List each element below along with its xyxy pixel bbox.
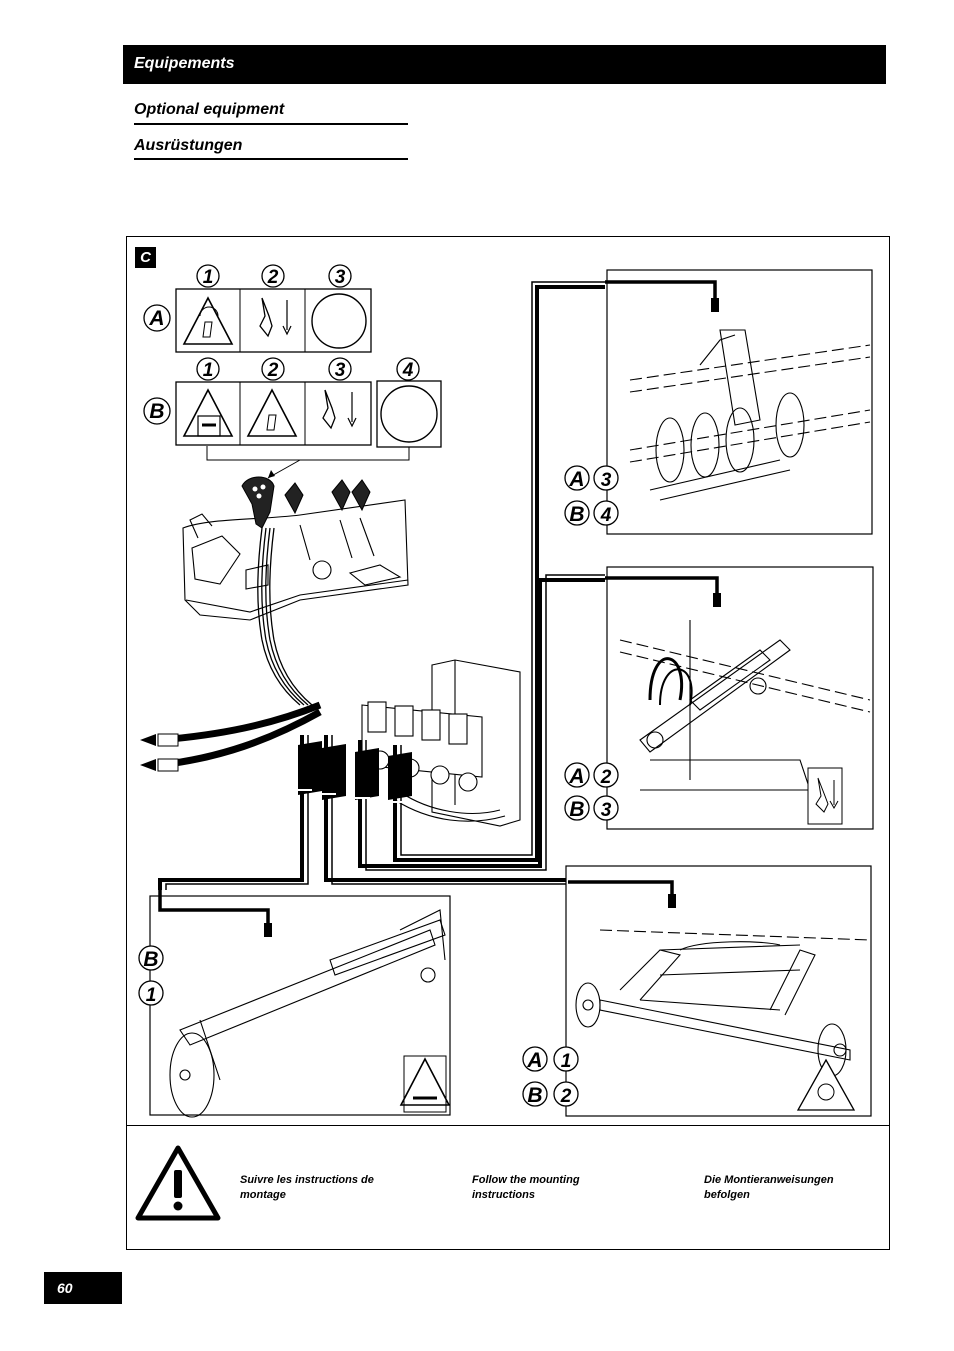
section-title: Equipements (134, 55, 235, 72)
tractor-control-console (182, 499, 409, 621)
panel-2-code-b: B 3 (564, 795, 619, 821)
arrow-down-icon (829, 800, 839, 810)
figure-frame (126, 236, 890, 1250)
svg-text:1: 1 (203, 267, 214, 288)
joystick-handle (241, 476, 371, 529)
panel-marker-arm (605, 269, 873, 535)
subtitle-german: Ausrüstungen (134, 137, 243, 154)
arrow-down-icon (347, 417, 357, 428)
warning-sign-icon (135, 1145, 221, 1221)
row-b-number-1: 1 (196, 357, 220, 381)
row-b-number-4: 4 (396, 357, 420, 381)
row-a-letter: A (148, 307, 164, 330)
svg-text:3: 3 (335, 360, 346, 381)
panel-1-code-b: B 4 (564, 500, 619, 526)
hydraulic-lines (158, 281, 605, 890)
panel-4-code-b: B 2 (522, 1081, 579, 1107)
svg-text:3: 3 (601, 800, 612, 821)
return-arrow-icon (140, 759, 156, 771)
row-b-letter: B (149, 400, 164, 423)
svg-text:1: 1 (146, 985, 157, 1006)
seed-drill-icon (197, 415, 221, 437)
svg-text:B: B (527, 1084, 542, 1107)
blank-decal-circle-icon (380, 385, 438, 443)
row-b-label: B (143, 397, 171, 425)
subtitle-underline (134, 123, 408, 125)
panel-1-code-a: A 3 (564, 465, 619, 491)
subtitle-english: Optional equipment (134, 101, 285, 118)
svg-text:2: 2 (267, 267, 279, 288)
subtitle-underline (134, 158, 408, 160)
panel-3-code-b: B 1 (138, 945, 164, 1006)
svg-text:B: B (143, 948, 158, 971)
instruction-french: Suivre les instructions de montage (240, 1174, 374, 1201)
instruction-english: Follow the mounting instructions (472, 1174, 580, 1201)
svg-text:A: A (568, 468, 584, 491)
page-number-box: 60 (44, 1272, 122, 1304)
svg-text:3: 3 (601, 470, 612, 491)
blank-decal-circle-icon (311, 293, 367, 349)
row-a-number-3: 3 (328, 264, 352, 288)
panel-disc-marker (149, 890, 451, 1118)
joystick-lever-icon (259, 297, 273, 338)
panel-2-code-a: A 2 (564, 762, 619, 788)
svg-text:3: 3 (335, 267, 346, 288)
svg-text:1: 1 (203, 360, 214, 381)
warning-triangle-icon (796, 1058, 856, 1111)
row-a-number-1: 1 (196, 264, 220, 288)
section-header-bar: Equipements (123, 45, 886, 84)
row-a-number-2: 2 (261, 264, 285, 288)
instruction-german: Die Montieranweisungen befolgen (704, 1174, 834, 1201)
svg-text:A: A (568, 765, 584, 788)
page-number: 60 (57, 1280, 73, 1296)
cable-bundle (257, 527, 313, 706)
svg-text:B: B (569, 798, 584, 821)
row-a-decal-strip (175, 288, 372, 353)
panel-4-code-a: A 1 (522, 1046, 579, 1072)
svg-text:2: 2 (600, 767, 612, 788)
decal-leader-line (206, 446, 410, 461)
svg-text:2: 2 (560, 1086, 572, 1107)
tractor-supply-hoses (140, 701, 322, 772)
row-b-decal-strip (175, 380, 442, 448)
joystick-lever-icon (322, 389, 336, 430)
figure-badge: C (135, 247, 156, 268)
svg-text:B: B (569, 503, 584, 526)
panel-hitch-cylinder (605, 566, 874, 830)
row-b-number-2: 2 (261, 357, 285, 381)
panel-axle-cylinders (565, 865, 872, 1117)
pressure-arrow-icon (140, 734, 156, 746)
row-b-number-3: 3 (328, 357, 352, 381)
svg-text:1: 1 (561, 1051, 572, 1072)
svg-text:2: 2 (267, 360, 279, 381)
solenoid-valve-block (361, 659, 521, 827)
row-a-label: A (143, 304, 171, 332)
svg-text:4: 4 (600, 505, 612, 526)
joystick-lever-icon (815, 777, 829, 813)
figure-divider (126, 1125, 890, 1126)
svg-text:4: 4 (402, 360, 414, 381)
arrow-down-icon (282, 325, 292, 336)
svg-text:A: A (526, 1049, 542, 1072)
